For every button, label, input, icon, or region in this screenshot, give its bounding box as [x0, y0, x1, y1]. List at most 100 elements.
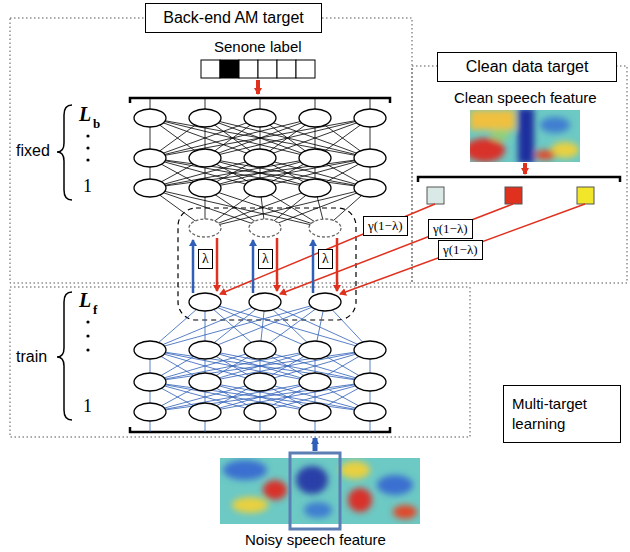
connection [205, 302, 370, 350]
heading-box: Back-end AM target [145, 3, 322, 33]
box-text: Multi-target learning [512, 395, 587, 432]
red-arrow [276, 238, 279, 291]
weight-box: λ [258, 249, 273, 269]
layer-symbol: L [79, 103, 91, 126]
connection [260, 421, 261, 432]
feature-caption: Noisy speech feature [245, 531, 386, 548]
neuron [244, 109, 276, 127]
brace [57, 105, 72, 200]
blue-arrow [252, 240, 255, 293]
connection [205, 118, 370, 158]
neuron [134, 341, 166, 359]
blue-arrow [312, 240, 315, 293]
connection [370, 421, 371, 432]
target-square [505, 187, 522, 204]
neuron [354, 403, 386, 421]
bracket [418, 177, 620, 182]
connection [205, 421, 206, 432]
connection [150, 382, 315, 412]
layer-caption: Senone label [214, 38, 302, 55]
multi-target-region [178, 208, 356, 320]
box-text: Clean data target [466, 58, 589, 76]
connection [150, 350, 315, 382]
connections [150, 98, 370, 432]
connection [205, 98, 206, 109]
neuron [244, 179, 276, 197]
group-label: fixed [16, 142, 50, 160]
box-text: γ(1−λ) [368, 218, 403, 233]
connection [205, 382, 370, 412]
frame [290, 453, 340, 529]
red-arrow [256, 80, 260, 94]
neuron [189, 403, 221, 421]
neuron [354, 341, 386, 359]
neuron [189, 179, 221, 197]
connection [205, 350, 370, 382]
neuron [299, 341, 331, 359]
clean-spectrogram [470, 110, 580, 162]
target-square [427, 187, 444, 204]
connection [150, 98, 151, 109]
connection [315, 98, 316, 109]
neuron [299, 109, 331, 127]
box-text: λ [262, 251, 269, 266]
neuron [189, 219, 221, 237]
box-text: γ(1−λ) [443, 242, 478, 257]
network [134, 98, 386, 432]
neuron [189, 341, 221, 359]
feature-caption: Clean speech feature [454, 89, 597, 106]
weight-box: γ(1−λ) [428, 219, 473, 239]
connection [205, 188, 370, 228]
target-square [577, 187, 594, 204]
red-arrow [280, 204, 513, 294]
neuron [249, 293, 281, 311]
neuron [189, 293, 221, 311]
layer-number: 1 [83, 176, 92, 197]
group-label: train [16, 348, 47, 366]
neuron [354, 109, 386, 127]
weight-box: γ(1−λ) [363, 216, 408, 236]
neuron [134, 109, 166, 127]
neuron [134, 149, 166, 167]
connection [205, 350, 370, 382]
connection [205, 158, 370, 188]
senone-bar [201, 60, 315, 78]
region [10, 18, 412, 283]
neuron [244, 341, 276, 359]
layer-symbol: L [79, 289, 91, 312]
neuron [134, 403, 166, 421]
neuron [299, 373, 331, 391]
neuron [309, 219, 341, 237]
connection [205, 158, 370, 188]
weight-box: λ [318, 249, 333, 269]
connection [150, 118, 315, 158]
heading-box: Clean data target [437, 52, 617, 82]
neuron [354, 373, 386, 391]
weight-box: λ [198, 249, 213, 269]
neuron [244, 149, 276, 167]
neuron [189, 149, 221, 167]
weight-box: γ(1−λ) [438, 240, 483, 260]
neuron [134, 179, 166, 197]
connection [150, 350, 315, 382]
connection [150, 118, 315, 158]
region [10, 287, 470, 437]
neuron [244, 403, 276, 421]
connection [205, 118, 370, 158]
neuron [309, 293, 341, 311]
neuron [299, 403, 331, 421]
red-arrow [216, 238, 219, 291]
connection [315, 421, 316, 432]
noisy-spectrogram [220, 458, 420, 524]
connection [150, 158, 315, 188]
neuron [189, 109, 221, 127]
neuron [189, 373, 221, 391]
heading-box: Multi-target learning [503, 385, 621, 443]
connection [370, 98, 371, 109]
region [412, 66, 627, 283]
neurons [134, 109, 386, 421]
layer-subscript: b [93, 116, 100, 132]
box-text: λ [322, 251, 329, 266]
red-arrow [336, 238, 339, 291]
